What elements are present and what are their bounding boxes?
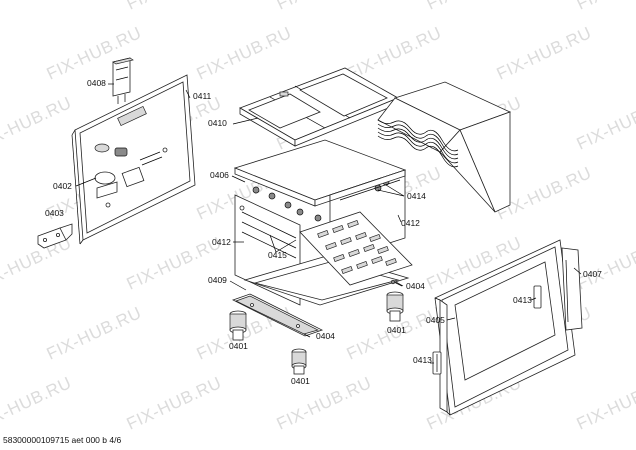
watermark-text: FIX-HUB.RU: [194, 23, 295, 83]
strip-0409: [231, 293, 324, 337]
rack-slots: [317, 219, 397, 275]
watermark-text: FIX-HUB.RU: [44, 303, 145, 363]
hinge-0403: [37, 223, 73, 249]
watermark-text: FIX-HUB.RU: [424, 0, 525, 14]
watermark-text: FIX-HUB.RU: [274, 373, 375, 433]
oven-body: [233, 139, 413, 306]
insulation-block: [377, 81, 512, 213]
bracket-0408: [112, 57, 134, 104]
label-0413-lower: 0413: [413, 355, 432, 365]
watermark-text: FIX-HUB.RU: [574, 373, 636, 433]
top-cover-0410: [239, 67, 399, 147]
side-panel-0411: [71, 74, 196, 245]
watermark-text: FIX-HUB.RU: [574, 233, 636, 293]
watermark-text: FIX-HUB.RU: [124, 0, 225, 14]
label-0411: 0411: [193, 91, 212, 101]
label-0408: 0408: [87, 78, 106, 88]
switch-0402: [94, 143, 163, 199]
watermark-text: FIX-HUB.RU: [574, 0, 636, 14]
label-0401-left: 0401: [229, 341, 248, 351]
watermark-text: FIX-HUB.RU: [0, 93, 74, 153]
screw-0404: [390, 279, 403, 287]
label-0415: 0415: [268, 250, 287, 260]
label-0404-right: 0404: [406, 281, 425, 291]
label-0413-upper: 0413: [513, 295, 532, 305]
label-0402: 0402: [53, 181, 72, 191]
oven-door: [432, 239, 583, 416]
label-0401-bottom: 0401: [291, 376, 310, 386]
label-0412-right: 0412: [401, 218, 420, 228]
label-0410: 0410: [208, 118, 227, 128]
label-0403: 0403: [45, 208, 64, 218]
watermark-text: FIX-HUB.RU: [0, 0, 74, 14]
label-0406: 0406: [210, 170, 229, 180]
label-0409: 0409: [208, 275, 227, 285]
label-0404-bottom: 0404: [316, 331, 335, 341]
part-labels: 0408 0411 0410 0402 0403 0406 0414 0412 …: [45, 78, 602, 386]
foot-0401-right: [386, 291, 404, 322]
foot-0401-left: [229, 310, 247, 341]
foot-0401-bottom: [291, 348, 307, 375]
watermark-text: FIX-HUB.RU: [344, 23, 445, 83]
footer-code: 58300000109715 aet 000 b 4/6: [3, 435, 121, 445]
label-0414: 0414: [407, 191, 426, 201]
watermark-text: FIX-HUB.RU: [124, 373, 225, 433]
watermark-text: FIX-HUB.RU: [0, 233, 74, 293]
watermark-text: FIX-HUB.RU: [0, 373, 74, 433]
label-0412-left: 0412: [212, 237, 231, 247]
label-0401-right: 0401: [387, 325, 406, 335]
leader-lines: [75, 83, 582, 364]
watermark-text: FIX-HUB.RU: [574, 93, 636, 153]
label-0407: 0407: [583, 269, 602, 279]
watermark-text: FIX-HUB.RU: [274, 0, 375, 14]
label-0405: 0405: [426, 315, 445, 325]
watermark-text: FIX-HUB.RU: [494, 23, 595, 83]
